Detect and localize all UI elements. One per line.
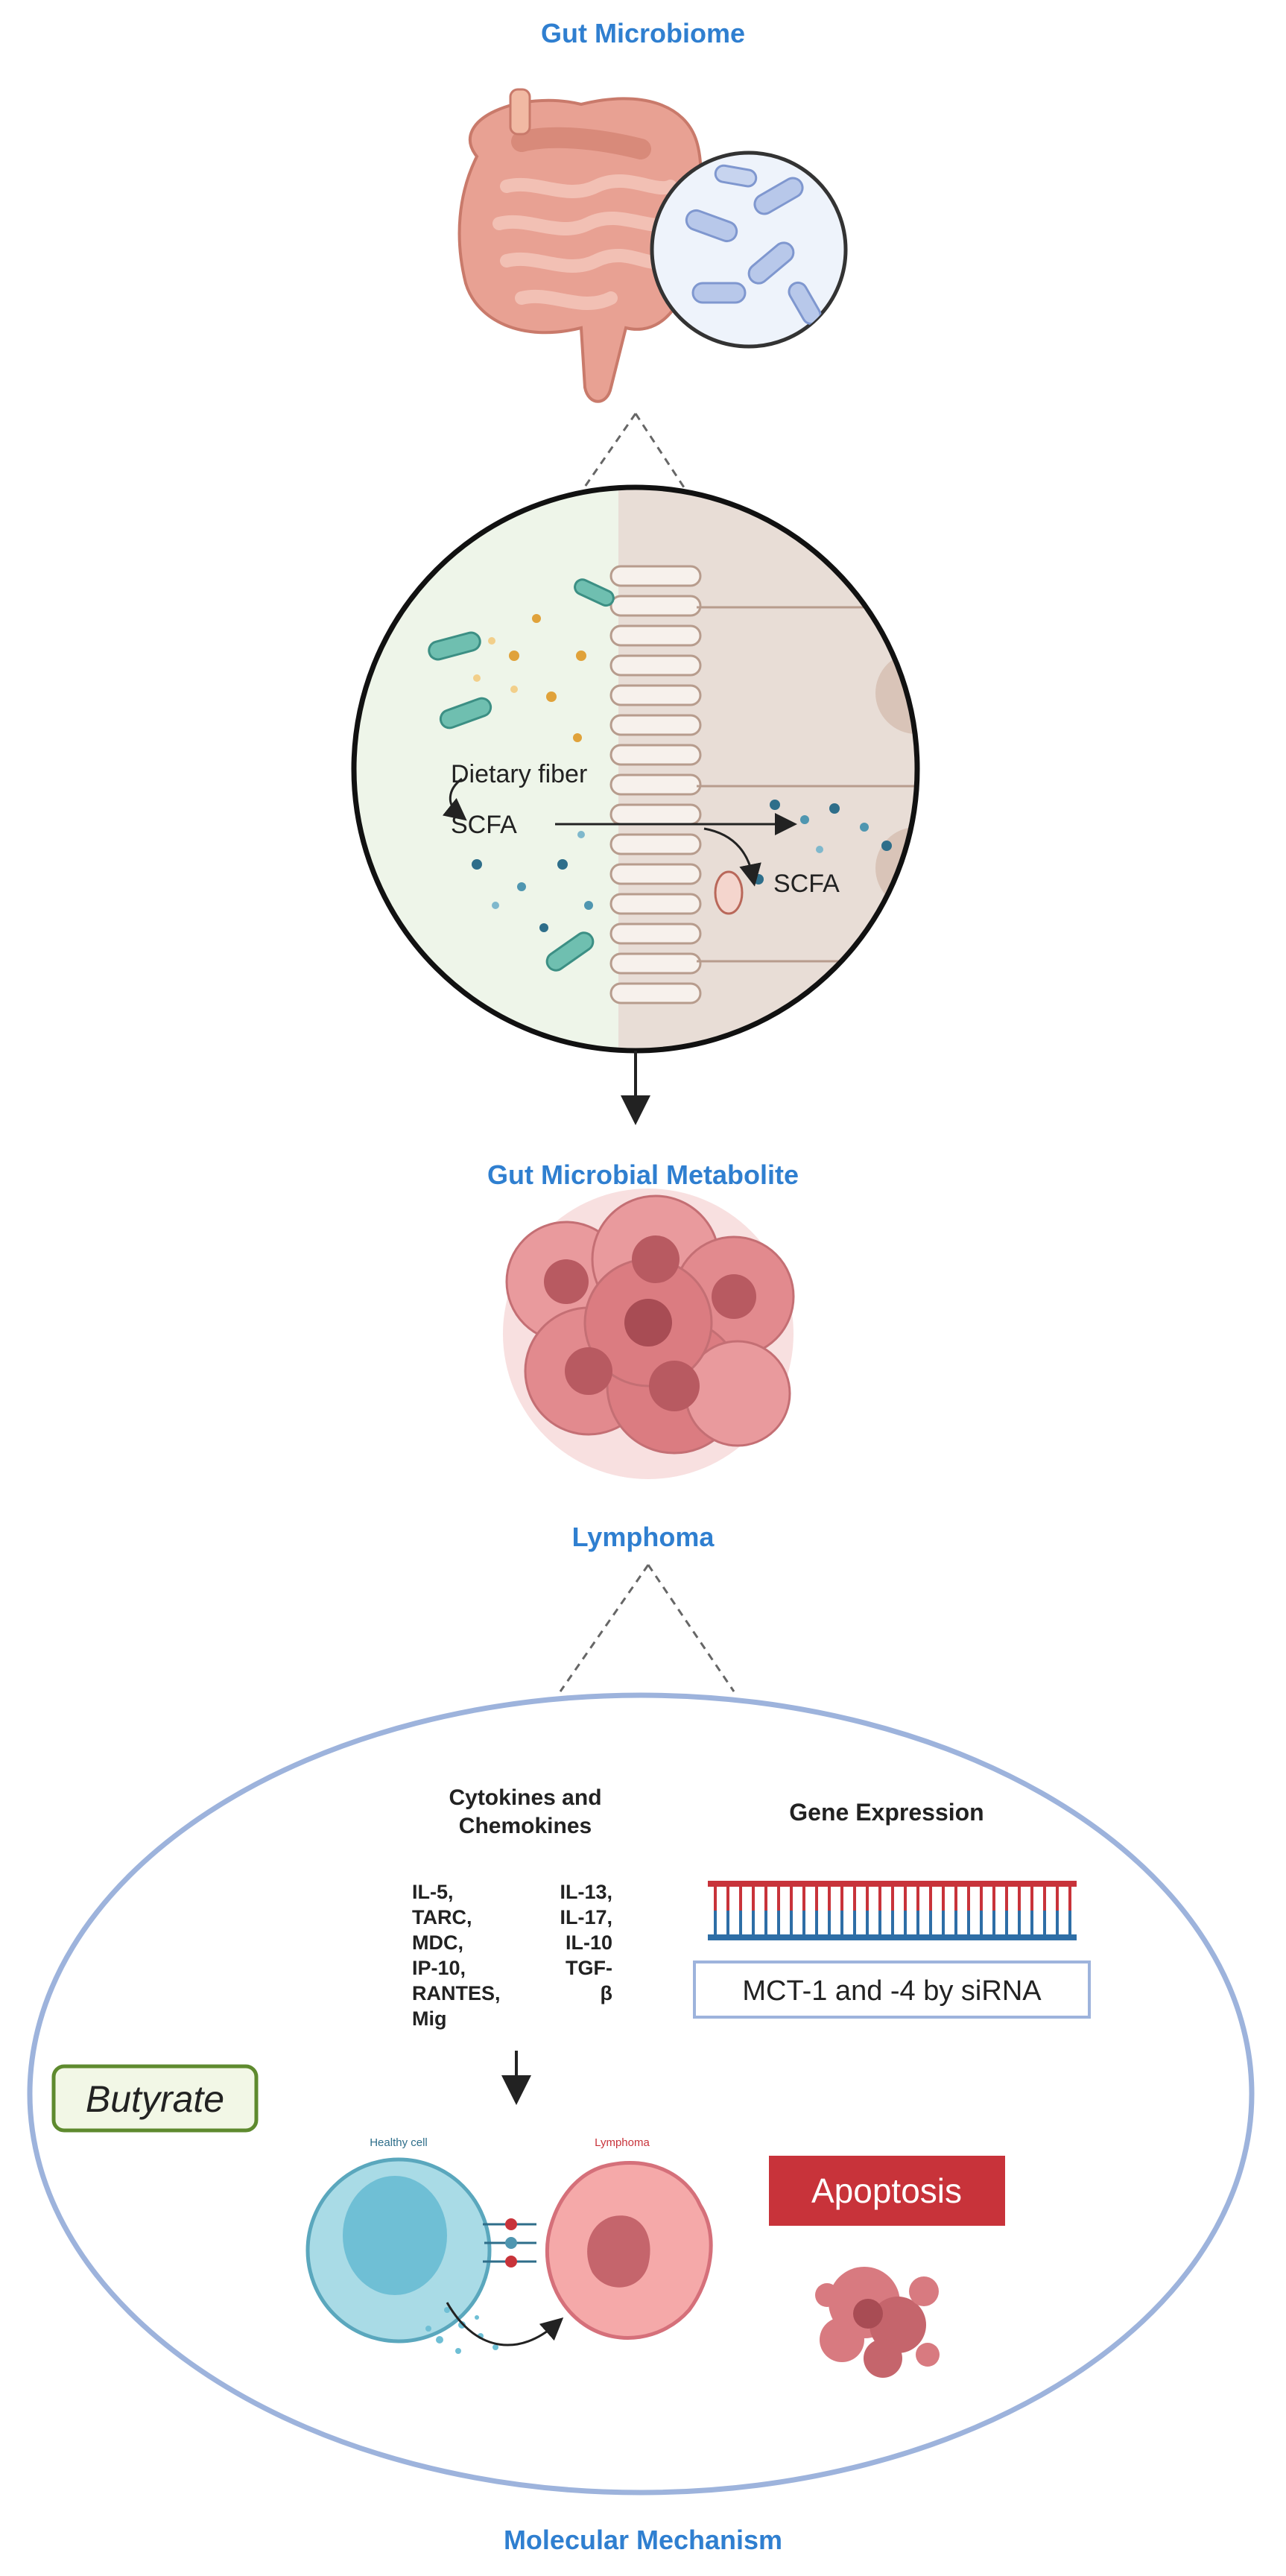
cytokine-tgf: TGF- bbox=[566, 1957, 612, 1979]
healthy-cell: Healthy cell bbox=[305, 2136, 492, 2344]
microbiome-zoom-circle bbox=[650, 151, 848, 349]
gene-expression-title: Gene Expression bbox=[789, 1799, 983, 1826]
cytokines-block: Cytokines and Chemokines IL-5, TARC, MDC… bbox=[412, 1785, 612, 2030]
cytokine-beta: β bbox=[601, 1982, 612, 2004]
scfa-lumen-label: SCFA bbox=[451, 811, 517, 839]
intestinal-villi bbox=[609, 565, 702, 1004]
cytokine-ip10: IP-10, bbox=[412, 1957, 466, 1979]
butyrate-box bbox=[51, 2064, 259, 2133]
cytokines-title-line1: Cytokines and bbox=[449, 1785, 601, 1810]
healthy-cell-label: Healthy cell bbox=[370, 2136, 428, 2149]
connector-line-left-2 bbox=[559, 1564, 650, 1692]
cytokine-rantes: RANTES, bbox=[412, 1982, 501, 2004]
cytokine-il13: IL-13, bbox=[560, 1881, 612, 1903]
lymphoma-title: Lymphoma bbox=[571, 1522, 715, 1552]
cytokine-il10: IL-10 bbox=[566, 1931, 612, 1954]
molecular-mechanism-title: Molecular Mechanism bbox=[503, 2525, 783, 2555]
cytokine-il5: IL-5, bbox=[412, 1881, 454, 1903]
apoptosis-box bbox=[769, 2156, 1005, 2226]
mct-label-box bbox=[693, 1961, 1091, 2019]
gut-microbiome-title: Gut Microbiome bbox=[540, 18, 745, 48]
dietary-fiber-label: Dietary fiber bbox=[451, 760, 587, 788]
apoptotic-cell-fragments bbox=[815, 2267, 940, 2378]
lymphoma-cell: Lymphoma bbox=[545, 2136, 713, 2340]
cytokine-mdc: MDC, bbox=[412, 1931, 463, 1954]
cytokine-mig: Mig bbox=[412, 2007, 447, 2030]
apoptosis-label: Apoptosis bbox=[811, 2171, 962, 2210]
scfa-cell-label: SCFA bbox=[773, 870, 840, 898]
mechanism-ellipse bbox=[27, 1692, 1255, 2496]
butyrate-label: Butyrate bbox=[86, 2078, 224, 2120]
lymphoma-cell-cluster bbox=[503, 1189, 795, 1479]
dna-strand-icon bbox=[708, 1881, 1077, 1940]
cytokine-il17: IL-17, bbox=[560, 1906, 612, 1928]
secretion-arrow bbox=[446, 2302, 564, 2346]
intestinal-detail-circle: Dietary fiber SCFA SCFA bbox=[351, 484, 920, 1054]
intestine-illustration bbox=[457, 88, 703, 403]
cytokines-title-line2: Chemokines bbox=[459, 1814, 592, 1838]
cytokine-tarc: TARC, bbox=[412, 1906, 472, 1928]
receptor-links bbox=[483, 2218, 536, 2268]
lymphoma-cell-label: Lymphoma bbox=[595, 2136, 650, 2149]
connector-line-right-2 bbox=[647, 1564, 735, 1692]
gut-microbial-metabolite-title: Gut Microbial Metabolite bbox=[487, 1159, 799, 1190]
mct-label: MCT-1 and -4 by siRNA bbox=[742, 1975, 1042, 2007]
